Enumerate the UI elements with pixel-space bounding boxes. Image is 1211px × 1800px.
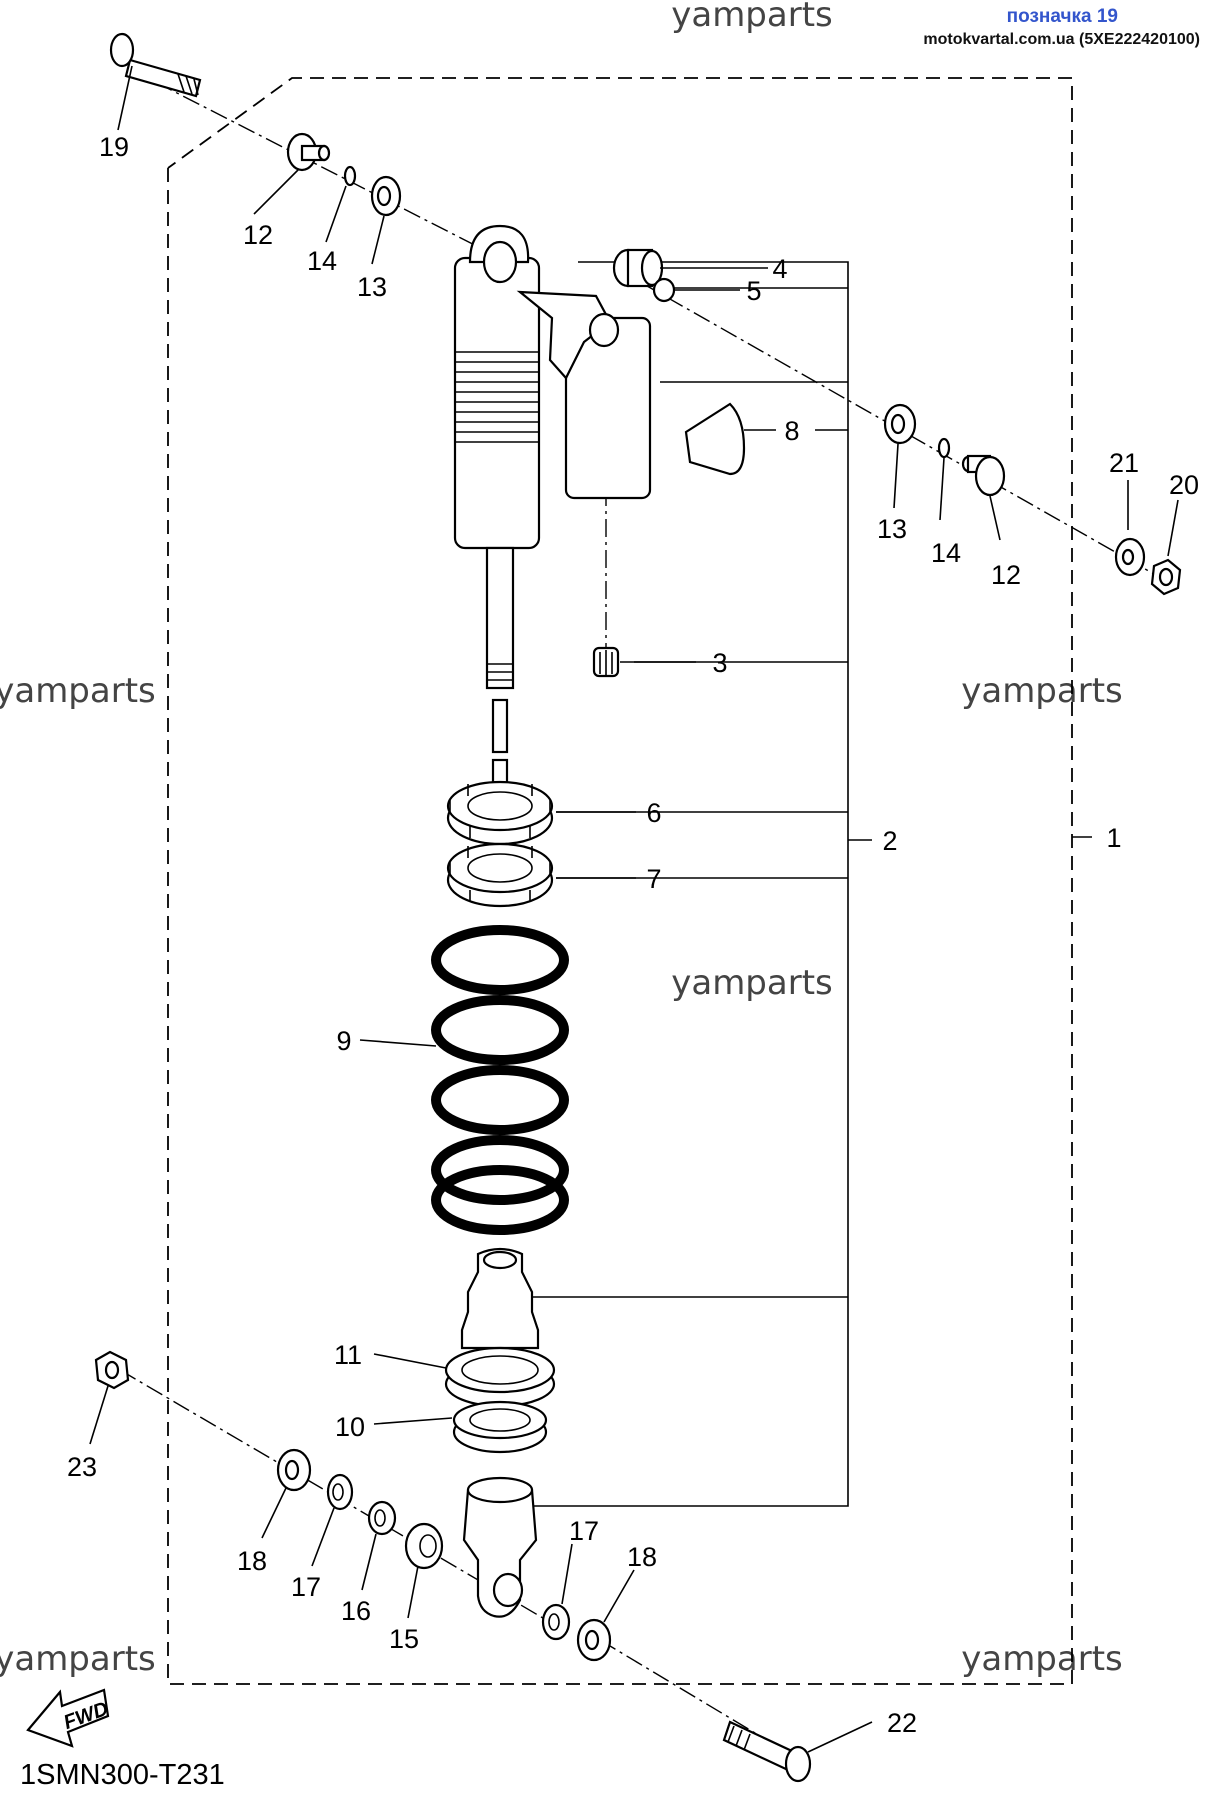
- part-21-washer: [1114, 537, 1146, 577]
- callout-20: 20: [1169, 470, 1199, 500]
- part-19-bolt: [109, 32, 202, 98]
- part-3-valve-cap: [592, 646, 620, 678]
- callout-19: 19: [99, 132, 129, 162]
- axis-line: [127, 67, 501, 259]
- watermark: yamparts: [671, 0, 833, 35]
- part-18-washer: [576, 1618, 612, 1662]
- part-22-bolt: [722, 1720, 812, 1783]
- callout-labels: 19 12 14 13 4 5 8 13 14 12 21 20 3 6 2 1…: [67, 132, 1199, 1738]
- header-link[interactable]: позначка 19: [1007, 6, 1118, 27]
- callout-13: 13: [357, 272, 387, 302]
- part-6-adjuster-nut: [446, 780, 554, 846]
- callout-12: 12: [991, 560, 1021, 590]
- watermark: yamparts: [961, 1639, 1123, 1679]
- callout-7: 7: [646, 864, 661, 894]
- part-14-oring: [343, 165, 357, 187]
- part-18-washer: [276, 1448, 312, 1492]
- callout-14: 14: [307, 246, 337, 276]
- part-9-spring: [431, 925, 569, 1235]
- part-17-collar: [541, 1603, 571, 1641]
- watermark: yamparts: [0, 1639, 156, 1679]
- callout-4: 4: [772, 254, 787, 284]
- callout-10: 10: [335, 1412, 365, 1442]
- callout-5: 5: [746, 276, 761, 306]
- callout-11: 11: [334, 1340, 362, 1370]
- part-11-spring-guide: [444, 1346, 556, 1408]
- callout-8: 8: [784, 416, 799, 446]
- part-5-circlip: [652, 277, 676, 303]
- callout-16: 16: [341, 1596, 371, 1626]
- part-10-spring-seat: [452, 1400, 548, 1454]
- part-13-seal: [370, 175, 402, 217]
- callout-17: 17: [569, 1516, 599, 1546]
- part-23-nut: [94, 1350, 130, 1390]
- callout-17: 17: [291, 1572, 321, 1602]
- shock-absorber-body: [453, 224, 652, 690]
- rod-pin: [491, 698, 509, 754]
- part-20-nut: [1150, 558, 1182, 596]
- callout-14: 14: [931, 538, 961, 568]
- part-14-oring: [937, 437, 951, 459]
- header-site: motokvartal.com.ua (5XE222420100): [923, 31, 1200, 48]
- callout-9: 9: [336, 1026, 351, 1056]
- part-16-spacer: [367, 1500, 397, 1536]
- fwd-arrow: FWD: [26, 1688, 111, 1748]
- callout-22: 22: [887, 1708, 917, 1738]
- part-8-label: [684, 402, 746, 476]
- watermark: yamparts: [671, 963, 833, 1003]
- callout-6: 6: [646, 798, 661, 828]
- part-12-collar: [286, 132, 331, 172]
- callout-21: 21: [1109, 448, 1139, 478]
- callout-13: 13: [877, 514, 907, 544]
- callout-1: 1: [1106, 823, 1121, 853]
- part-7-lock-nut: [446, 842, 554, 908]
- part-15-bearing: [404, 1522, 444, 1570]
- callout-2: 2: [882, 826, 897, 856]
- part-13-seal: [883, 403, 917, 445]
- lower-clevis: [462, 1476, 538, 1618]
- callout-15: 15: [389, 1624, 419, 1654]
- callout-3: 3: [712, 648, 727, 678]
- part-12-collar: [961, 454, 1006, 497]
- assembly-frame: [167, 77, 1073, 1685]
- callout-23: 23: [67, 1452, 97, 1482]
- part-4-bushing: [612, 248, 664, 288]
- callout-18: 18: [627, 1542, 657, 1572]
- callout-12: 12: [243, 220, 273, 250]
- leader-lines: [89, 65, 1179, 1753]
- callout-18: 18: [237, 1546, 267, 1576]
- diagram-code: 1SMN300-T231: [20, 1759, 225, 1791]
- watermark: yamparts: [961, 671, 1123, 711]
- part-17-collar: [326, 1473, 354, 1511]
- watermark: yamparts: [0, 671, 156, 711]
- bump-stop: [460, 1247, 540, 1350]
